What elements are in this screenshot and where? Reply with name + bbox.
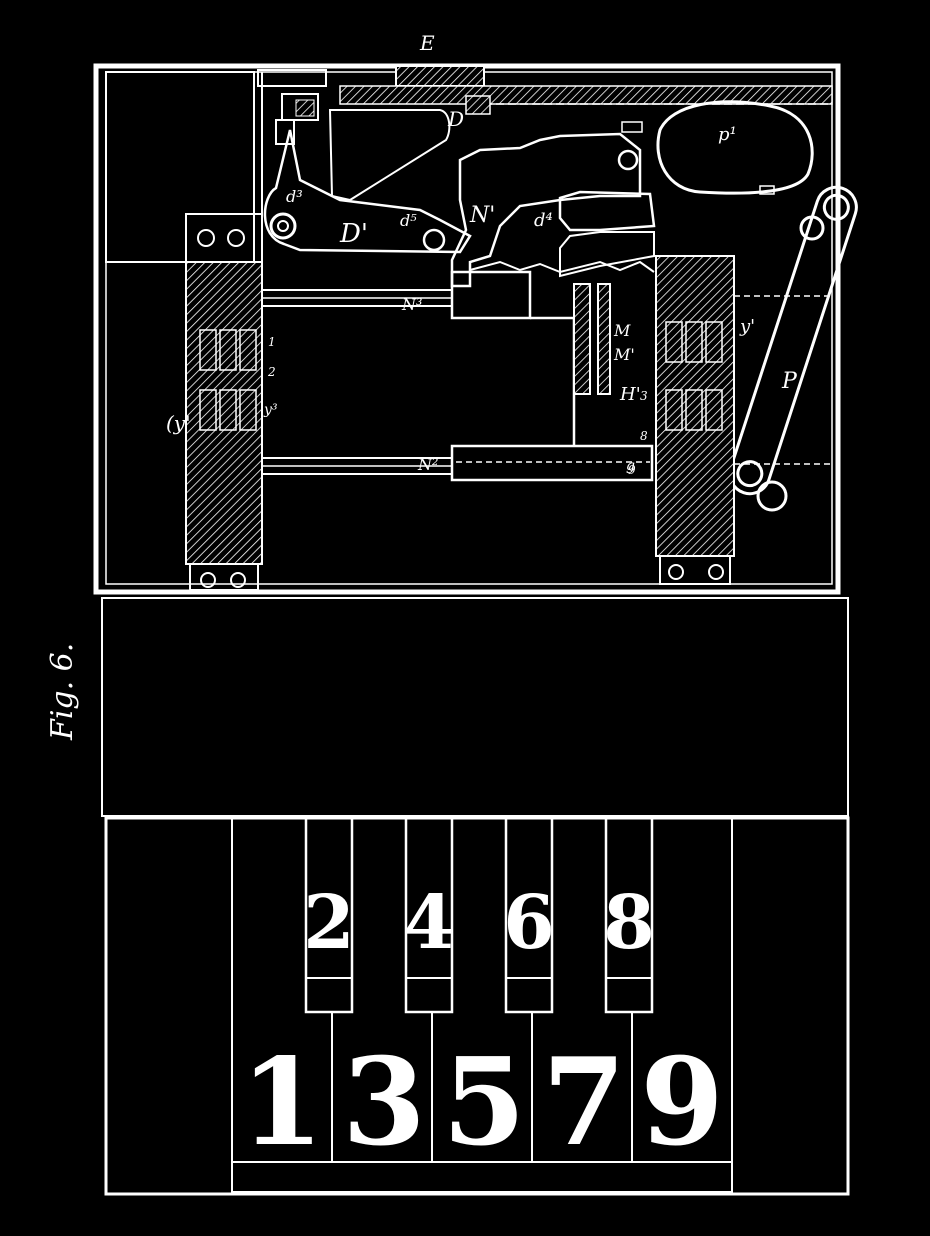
key-label-2: 2 <box>303 880 355 966</box>
arm-d4 <box>558 190 656 232</box>
top-bracket <box>257 69 327 87</box>
slider-g <box>450 444 654 482</box>
key-label-5: 5 <box>442 1032 526 1173</box>
figure-caption: Fig. 6. <box>45 643 80 741</box>
bar-m <box>573 283 591 395</box>
upper-key-6 <box>504 816 554 1014</box>
keyboard-panel <box>104 816 850 1196</box>
top-hatched-bar <box>395 65 485 87</box>
upper-key-4 <box>404 816 454 1014</box>
lever-p <box>728 185 858 496</box>
keyboard-numbers: 2 4 6 8 1 3 5 7 9 <box>240 880 724 1173</box>
label-3: 3 <box>640 389 648 403</box>
key-label-1: 1 <box>240 1032 324 1173</box>
mechanism-labels: E D d³ D' d⁵ N' d⁴ p¹ P M M' H' (y' y' N… <box>166 31 798 477</box>
label-8: 8 <box>640 429 648 443</box>
label-p: P <box>781 369 798 394</box>
pin-d5 <box>422 228 446 252</box>
bar-m2 <box>597 283 611 395</box>
key-label-3: 3 <box>342 1032 426 1173</box>
left-hatched-block <box>185 261 263 565</box>
label-d5: d⁵ <box>400 211 417 230</box>
pivot-d3 <box>269 212 297 240</box>
label-1: 1 <box>268 335 276 349</box>
key-label-7: 7 <box>542 1032 626 1173</box>
cam-p1 <box>656 100 814 195</box>
pawl-n <box>450 132 642 288</box>
key-label-9: 9 <box>640 1032 724 1173</box>
label-n3: N³ <box>401 295 422 314</box>
middle-band <box>101 597 849 817</box>
top-rail <box>339 85 833 105</box>
label-n2: N² <box>417 455 438 474</box>
label-9: 9 <box>628 463 636 477</box>
label-m: M <box>613 321 631 340</box>
label-g: g <box>626 458 635 474</box>
lever-d-prime <box>263 129 472 254</box>
label-d: D <box>447 107 464 131</box>
label-h-prime: H' <box>619 384 641 405</box>
label-m2: M' <box>613 345 635 364</box>
label-e: E <box>419 31 435 55</box>
label-2: 2 <box>267 365 276 379</box>
label-y3: y³ <box>263 402 278 418</box>
upper-key-8 <box>604 816 654 1014</box>
upper-key-2 <box>304 816 354 1014</box>
label-p1: p¹ <box>718 124 737 145</box>
label-d-prime: D' <box>339 219 368 249</box>
key-label-8: 8 <box>603 880 655 966</box>
ratchet-teeth <box>469 260 655 274</box>
label-d3: d³ <box>286 187 303 206</box>
label-n: N' <box>469 203 495 228</box>
label-y-right: y' <box>739 316 755 337</box>
label-y-left: (y' <box>166 411 191 435</box>
upper-left-block <box>105 71 255 263</box>
slider-n3 <box>450 270 532 320</box>
right-hatched-block <box>655 255 735 557</box>
mechanism-panel <box>93 63 858 595</box>
key-label-6: 6 <box>503 880 555 966</box>
key-label-4: 4 <box>403 880 455 966</box>
label-d4: d⁴ <box>534 210 553 231</box>
